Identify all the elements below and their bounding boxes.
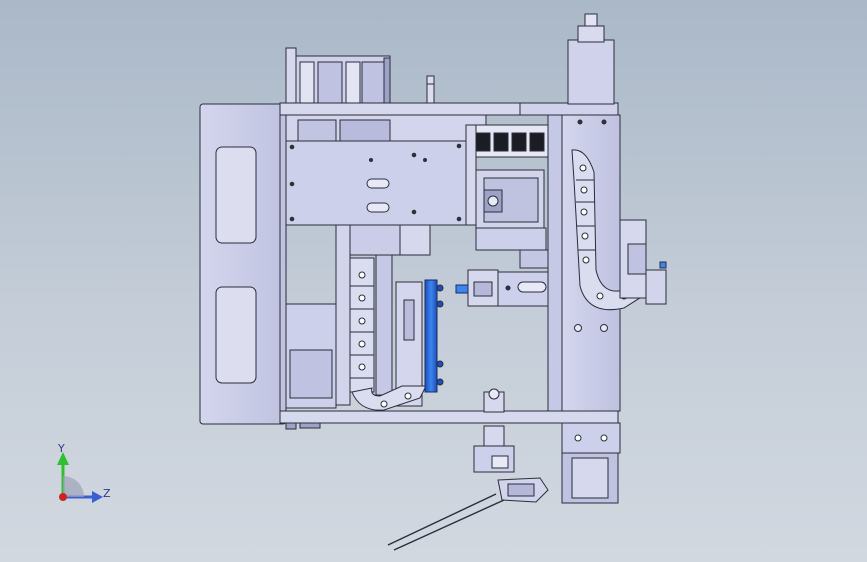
top-rail [279, 102, 619, 116]
machine-assembly [199, 13, 667, 551]
triad-z-label: Z [103, 487, 111, 500]
coordinate-triad-icon: Y Z [57, 442, 111, 503]
sensor-arm [387, 425, 549, 551]
left-side-plate [199, 103, 287, 425]
right-drag-chain [571, 149, 667, 311]
lower-drag-chain-left [349, 257, 427, 411]
upper-drag-chain [465, 124, 557, 226]
top-motor-stack [285, 47, 435, 105]
mounting-plate [285, 114, 487, 256]
bottom-rail [279, 410, 619, 430]
motor-block [475, 169, 569, 269]
triad-y-label: Y [57, 442, 65, 455]
highlighted-slider-block [424, 279, 475, 393]
